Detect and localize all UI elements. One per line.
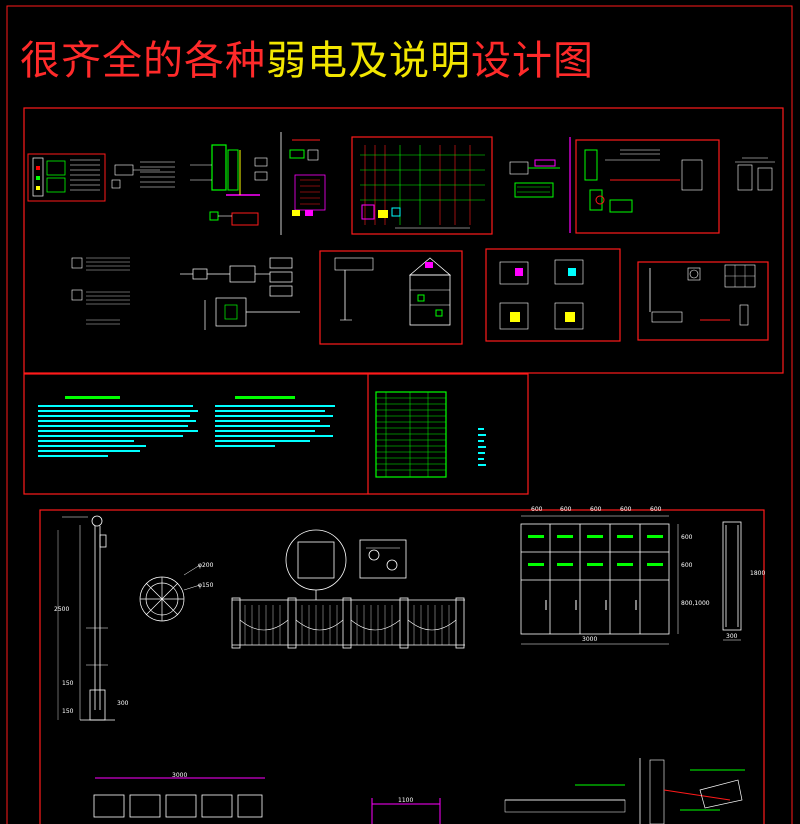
pole-flange-detail (139, 564, 201, 622)
cabinet-col-dim-4: 600 (620, 506, 632, 513)
side-width-dim: 300 (726, 633, 738, 640)
fence-elevation-drawing (231, 597, 465, 649)
bottom-width-dim: 3000 (172, 772, 188, 779)
wiring-block-9 (71, 257, 130, 325)
wiring-block-8 (735, 157, 775, 191)
gate-camera-detail (285, 529, 407, 600)
cabinet-col-dim-5: 600 (650, 506, 662, 513)
flange-outer-dim: φ200 (198, 562, 214, 569)
installation-detail-block-13 (637, 261, 769, 341)
pole-foot-dim: 300 (117, 700, 129, 707)
cabinet-elevation-drawing (520, 515, 742, 645)
side-height-dim: 1800 (750, 570, 766, 577)
panel-block-1 (27, 153, 106, 202)
design-notes-block-2 (215, 396, 335, 447)
cabinet-col-dim-3: 600 (590, 506, 602, 513)
pole-height-dim: 2500 (54, 606, 70, 613)
bottom-width-dim-2: 1100 (398, 797, 414, 804)
cabinet-col-dim-2: 600 (560, 506, 572, 513)
title-part-3: 设计图 (471, 38, 594, 84)
title-part-2: 弱电及说明 (266, 38, 471, 84)
cabinet-total-dim: 3000 (582, 636, 598, 643)
bottom-detail-drawings (93, 758, 745, 824)
design-notes-block-1 (38, 396, 198, 457)
wiring-block-4 (280, 132, 326, 235)
system-diagram-block-7 (569, 137, 720, 234)
wiring-block-2 (111, 161, 175, 189)
bottom-section-frame (39, 509, 765, 824)
outer-frame (6, 5, 793, 824)
installation-detail-block-12 (485, 248, 621, 342)
cabinet-lower-dim: 800,1000 (681, 600, 710, 607)
title-part-1: 很齐全的各种 (20, 38, 266, 84)
pole-mid-dim: 150 (62, 680, 74, 687)
camera-pole-drawing (57, 515, 115, 721)
wiring-block-3 (190, 144, 268, 226)
installation-detail-block-11 (319, 250, 463, 345)
materials-table (375, 391, 486, 478)
pole-base-dim: 150 (62, 708, 74, 715)
cabinet-col-dim: 600 (531, 506, 543, 513)
page-title: 很齐全的各种弱电及说明设计图 (20, 36, 594, 86)
wiring-block-10 (180, 257, 300, 330)
wiring-block-6 (509, 159, 560, 198)
notes-section-frame (23, 373, 529, 495)
top-section-frame (23, 107, 784, 374)
flange-inner-dim: φ150 (198, 582, 214, 589)
cabinet-row-dim-2: 600 (681, 562, 693, 569)
system-diagram-block-5 (351, 136, 493, 235)
cabinet-row-dim-1: 600 (681, 534, 693, 541)
